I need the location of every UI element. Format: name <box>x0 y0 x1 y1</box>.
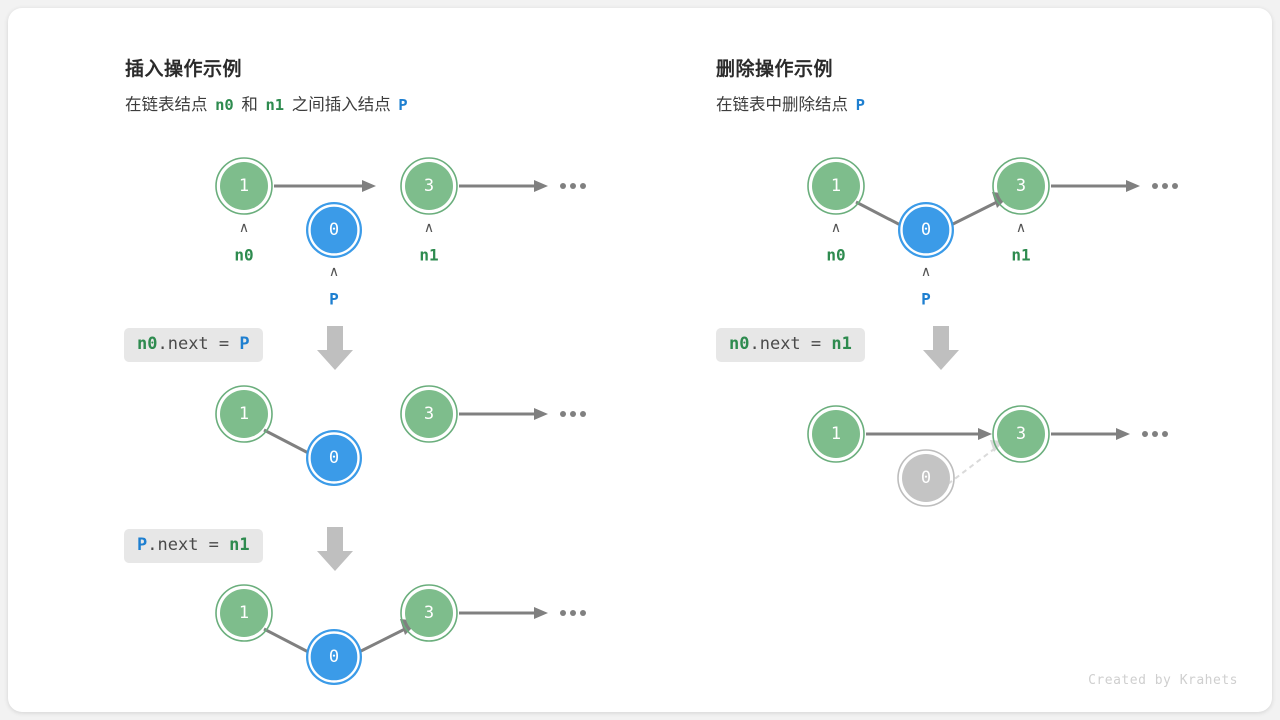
delete-row-2-diagram: 1 0 3 <box>780 396 1200 516</box>
node-value: 0 <box>329 647 339 667</box>
pointer-label-p: P <box>329 290 339 309</box>
insert-step-1-code: n0.next = P <box>124 328 263 363</box>
insert-row-3-diagram: 1 0 3 <box>188 575 608 695</box>
insert-panel-title: 插入操作示例 <box>125 59 243 80</box>
panel-delete: 删除操作示例 在链表中删除结点 P <box>640 8 1272 712</box>
list-node-n0: 1 <box>215 584 273 642</box>
node-value: 3 <box>1016 176 1026 196</box>
credit-text: Created by Krahets <box>1088 673 1238 688</box>
arrow-n0-to-n1 <box>274 180 376 192</box>
diagram-card: 插入操作示例 在链表结点 n0 和 n1 之间插入结点 P <box>8 8 1272 712</box>
caret-icon-n1: ∧ <box>1016 220 1026 236</box>
delete-row-1-diagram: 1 ∧ n0 0 ∧ P 3 ∧ n1 <box>780 148 1200 323</box>
tail-ellipsis-icon <box>1142 431 1168 437</box>
list-node-n1: 3 <box>400 584 458 642</box>
code-token-n1: n1 <box>831 334 852 354</box>
node-value: 3 <box>424 176 434 196</box>
delete-panel-title: 删除操作示例 <box>716 59 834 80</box>
node-value: 3 <box>424 603 434 623</box>
code-token-n0: n0 <box>729 334 750 354</box>
pointer-label-n1: n1 <box>1011 246 1030 265</box>
pointer-label-n0: n0 <box>234 246 253 265</box>
list-node-n0: 1 <box>215 157 273 215</box>
arrow-n1-to-tail <box>1051 180 1140 192</box>
node-value: 1 <box>239 176 249 196</box>
node-value: 0 <box>329 448 339 468</box>
node-value: 0 <box>329 220 339 240</box>
caret-icon-n0: ∧ <box>239 220 249 236</box>
list-node-n1: 3 <box>992 405 1050 463</box>
list-node-p: 0 <box>898 202 954 258</box>
subtitle-node-p: P <box>855 96 865 114</box>
insert-step-2-code: P.next = n1 <box>124 529 263 564</box>
pointer-label-n0: n0 <box>826 246 845 265</box>
tail-ellipsis-icon <box>560 183 586 189</box>
caret-icon-p: ∧ <box>329 264 339 280</box>
list-node-n0: 1 <box>807 405 865 463</box>
code-token-n1: n1 <box>229 535 250 555</box>
code-token-p: P <box>239 334 250 354</box>
subtitle-node-n0: n0 <box>215 96 234 114</box>
node-value: 0 <box>921 220 931 240</box>
node-value: 3 <box>1016 424 1026 444</box>
subtitle-node-p: P <box>398 96 408 114</box>
insert-step-2-down-arrow-icon <box>312 525 358 573</box>
arrow-n1-to-tail <box>459 180 548 192</box>
subtitle-text-0: 在链表结点 <box>125 96 213 114</box>
tail-ellipsis-icon <box>560 411 586 417</box>
code-token-next: .next = <box>147 535 230 555</box>
code-token-next: .next = <box>157 334 240 354</box>
list-node-n0: 1 <box>215 385 273 443</box>
arrow-n1-to-tail <box>459 607 548 619</box>
subtitle-text-4: 之间插入结点 <box>287 96 396 114</box>
insert-row-2-diagram: 1 0 3 <box>188 376 608 491</box>
delete-step-1-code: n0.next = n1 <box>716 328 865 363</box>
caret-icon-n1: ∧ <box>424 220 434 236</box>
insert-panel-subtitle: 在链表结点 n0 和 n1 之间插入结点 P <box>125 91 411 115</box>
list-node-p: 0 <box>306 430 362 486</box>
list-node-p: 0 <box>306 202 362 258</box>
code-token-p: P <box>137 535 148 555</box>
delete-step-1-down-arrow-icon <box>918 324 964 372</box>
node-value: 1 <box>239 404 249 424</box>
insert-step-1-down-arrow-icon <box>312 324 358 372</box>
insert-row-1-diagram: 1 ∧ n0 0 ∧ P 3 ∧ n1 <box>188 148 608 318</box>
node-value: 1 <box>831 424 841 444</box>
list-node-n0: 1 <box>807 157 865 215</box>
node-value: 1 <box>239 603 249 623</box>
pointer-label-n1: n1 <box>419 246 438 265</box>
subtitle-text-0: 在链表中删除结点 <box>716 96 853 114</box>
node-value: 1 <box>831 176 841 196</box>
pointer-label-p: P <box>921 290 931 309</box>
tail-ellipsis-icon <box>560 610 586 616</box>
subtitle-text-2: 和 <box>236 96 263 114</box>
tail-ellipsis-icon <box>1152 183 1178 189</box>
list-node-p: 0 <box>306 629 362 685</box>
list-node-n1: 3 <box>400 157 458 215</box>
list-node-n1: 3 <box>400 385 458 443</box>
subtitle-node-n1: n1 <box>265 96 285 114</box>
list-node-n1: 3 <box>992 157 1050 215</box>
arrow-n1-to-tail <box>459 408 548 420</box>
code-token-n0: n0 <box>137 334 158 354</box>
caret-icon-n0: ∧ <box>831 220 841 236</box>
panel-insert: 插入操作示例 在链表结点 n0 和 n1 之间插入结点 P <box>8 8 640 712</box>
node-value: 3 <box>424 404 434 424</box>
arrow-n0-to-n1 <box>866 428 992 440</box>
list-node-deleted: 0 <box>897 449 955 507</box>
node-value: 0 <box>921 468 931 488</box>
code-token-next: .next = <box>749 334 832 354</box>
caret-icon-p: ∧ <box>921 264 931 280</box>
arrow-n1-to-tail <box>1051 428 1130 440</box>
delete-panel-subtitle: 在链表中删除结点 P <box>716 91 868 115</box>
